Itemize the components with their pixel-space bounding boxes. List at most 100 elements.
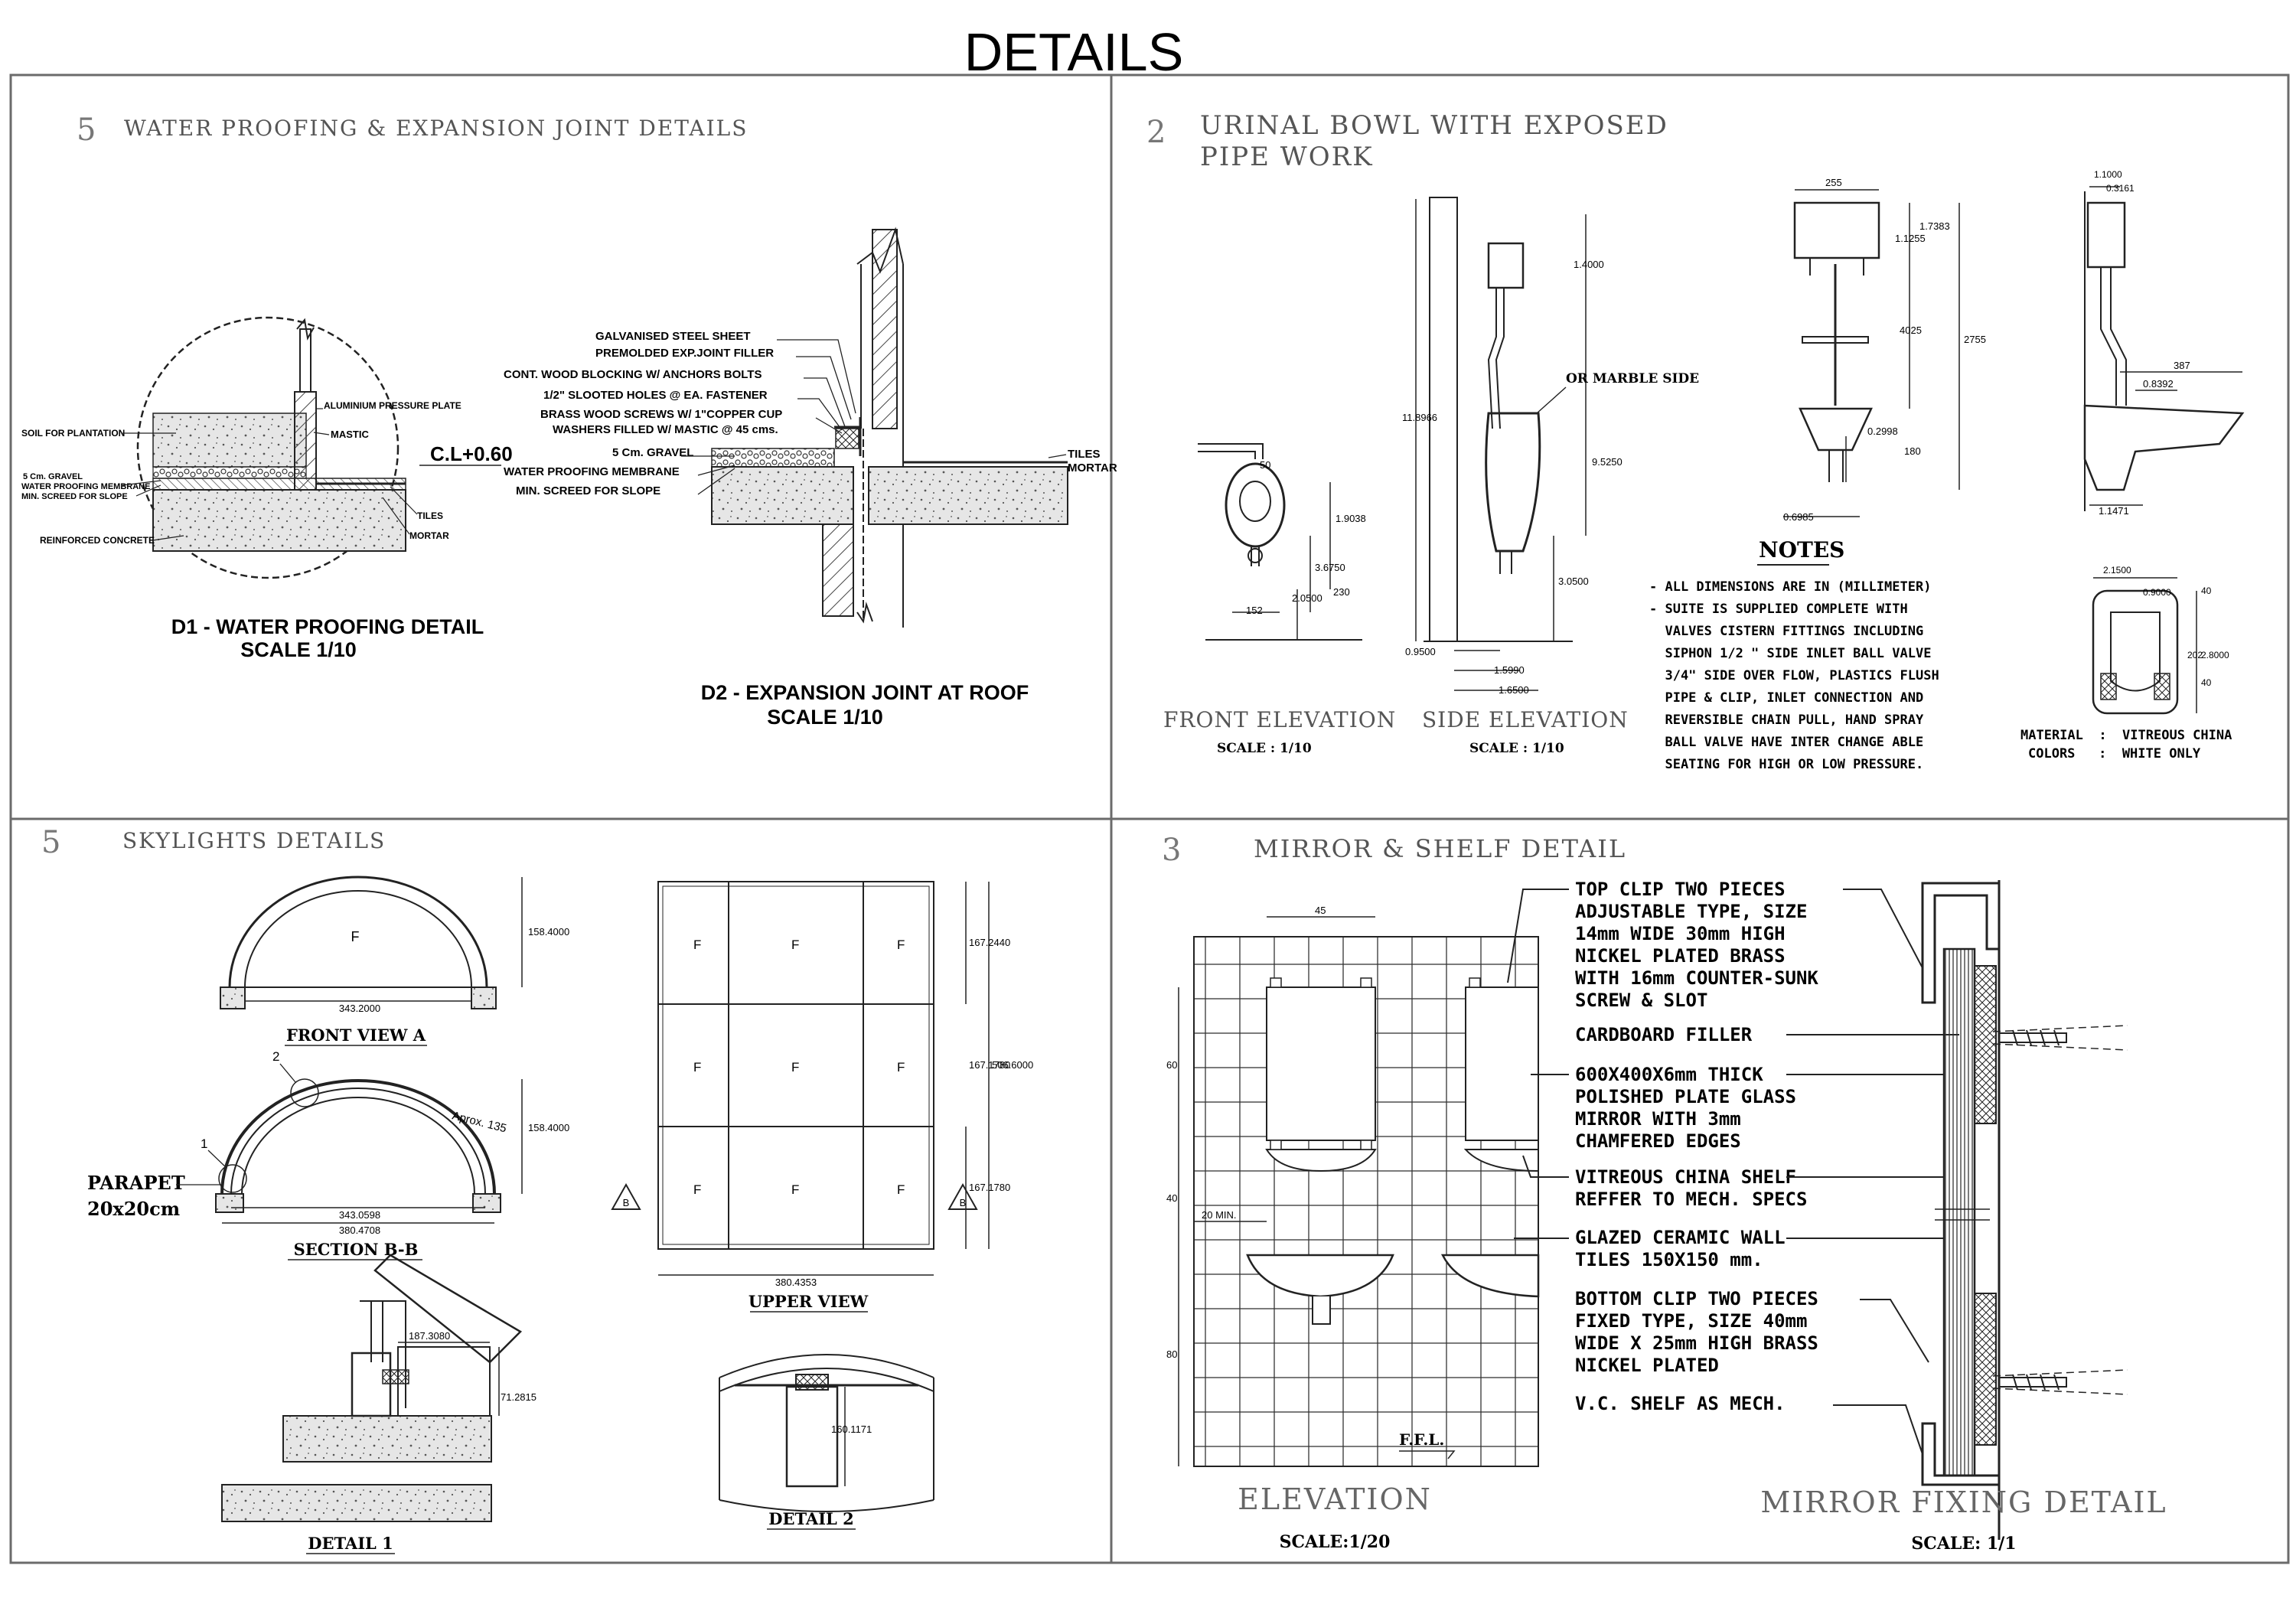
roof-slab-right [868, 466, 1068, 525]
fixing-scale: SCALE: 1/1 [1911, 1534, 2016, 1554]
reinforced-concrete-slab [152, 489, 406, 552]
leader [796, 356, 852, 420]
panel-number: 5 [77, 113, 96, 148]
cistern-base [1809, 258, 1864, 276]
note-line: - SUITE IS SUPPLIED COMPLETE WITH [1649, 602, 1908, 617]
glass-f: F [791, 1060, 799, 1075]
label-mortar: MORTAR [409, 530, 449, 541]
screw-hole-top [1992, 1025, 2128, 1051]
skylight-section: 1 2 Aprox. 135 158.4000 343.0598 380.470… [87, 1049, 569, 1236]
mirror-panel: 3 MIRROR & SHELF DETAIL 45 60 40 80 [1162, 833, 2167, 1554]
curb-right [471, 986, 497, 1009]
callout-2: 2 [272, 1049, 279, 1064]
arch-mid [230, 1088, 486, 1195]
ffl-marker [1399, 1450, 1456, 1459]
glazing [373, 1254, 523, 1364]
screw-top [1999, 1029, 2067, 1046]
glass-f: F [693, 938, 701, 952]
dim-71: 71.2815 [501, 1391, 536, 1403]
panel-number: 2 [1146, 115, 1166, 150]
upper-slab [282, 1415, 492, 1463]
mirror-elevation: 45 60 40 80 20 MIN. F.F.L. [1166, 905, 1540, 1467]
glass-f: F [693, 1060, 701, 1075]
pan-outline [2092, 589, 2179, 715]
shelf-left [1265, 1149, 1377, 1172]
parapet-label: PARAPET [87, 1172, 185, 1194]
label-membrane: WATER PROOFING MEMBRANE [504, 465, 680, 478]
break-line [296, 318, 315, 341]
screw-hole-bottom [1992, 1369, 2128, 1395]
dim-03161: 0.3161 [2106, 183, 2135, 194]
callout-vc-shelf: V.C. SHELF AS MECH. [1575, 1393, 1786, 1414]
detail-circle [136, 316, 400, 579]
skylight-panel: 5 SKYLIGHTS DETAILS F 158.4000 343.2000 … [41, 825, 1033, 1554]
dim-16500: 1.6500 [1499, 684, 1529, 696]
notes-list: - ALL DIMENSIONS ARE IN (MILLIMETER) - S… [1649, 579, 1939, 772]
dim-167c: 167.1780 [969, 1182, 1010, 1193]
section-marker-left [611, 1182, 641, 1210]
arch-outer [220, 1079, 496, 1195]
glass-f: F [897, 1060, 905, 1075]
dim-255: 255 [1825, 177, 1842, 188]
dim-180: 180 [1904, 445, 1921, 457]
sheet-title: DETAILS [964, 22, 1184, 82]
steel-sheet [834, 417, 862, 456]
side-elevation-label: SIDE ELEVATION [1422, 707, 1629, 732]
leader [777, 339, 856, 414]
label-mortar: MORTAR [1068, 461, 1117, 474]
clip [1270, 1140, 1282, 1150]
callout-glass: 600X400X6mm THICK [1575, 1064, 1763, 1085]
callout-glass: CHAMFERED EDGES [1575, 1130, 1741, 1152]
elevation-label: ELEVATION [1238, 1482, 1432, 1516]
trap [1828, 450, 1844, 482]
dim-202: 202 [2187, 650, 2203, 660]
expansion-joint-drawing: GALVANISED STEEL SHEET PREMOLDED EXP.JOI… [504, 227, 1117, 628]
panel-title-line1: URINAL BOWL WITH EXPOSED [1200, 110, 1668, 141]
dim-20500: 2.0500 [1292, 592, 1322, 604]
skylight-front-view: F 158.4000 343.2000 [220, 876, 569, 1014]
curb [351, 1352, 392, 1417]
parapet-upper [299, 328, 311, 393]
dim-387: 387 [2174, 360, 2190, 371]
callout-tiles: TILES 150X150 mm. [1575, 1249, 1763, 1270]
callout-bottom-clip: NICKEL PLATED [1575, 1355, 1719, 1376]
arch-top [719, 1354, 934, 1378]
leader [1048, 454, 1067, 458]
note-line: - ALL DIMENSIONS ARE IN (MILLIMETER) [1649, 579, 1931, 595]
foot-rest [2100, 673, 2117, 700]
leader [152, 535, 184, 541]
dim-60: 60 [1166, 1059, 1177, 1071]
waterproofing-detail-drawing: ALUMINIUM PRESSURE PLATE MASTIC SOIL FOR… [21, 316, 513, 579]
dim-230: 230 [1333, 586, 1350, 598]
gravel-layer [152, 466, 307, 479]
cistern-front-view: 255 1.7383 1.1255 4025 2755 0.2998 180 0… [1783, 177, 1986, 523]
callout-cardboard: CARDBOARD FILLER [1575, 1024, 1753, 1045]
approx-label: Aprox. 135 [451, 1109, 508, 1135]
leader [1507, 889, 1569, 983]
skylight-detail-2: 160.1171 [719, 1354, 934, 1512]
bottom-clip [1921, 1422, 2001, 1486]
glazing-rail [397, 1346, 491, 1417]
mullion [785, 1385, 839, 1488]
panel-title-line2: PIPE WORK [1200, 142, 1374, 172]
panel-number: 3 [1162, 833, 1181, 868]
marker-b: B [623, 1197, 630, 1208]
leader [1833, 1404, 1923, 1455]
callout-shelf: REFFER TO MECH. SPECS [1575, 1189, 1807, 1210]
glass-f: F [791, 938, 799, 952]
upper-view-label: UPPER VIEW [748, 1292, 869, 1311]
label-filler: PREMOLDED EXP.JOINT FILLER [595, 347, 774, 360]
label-membrane: WATER PROOFING MEMBRANE [21, 482, 150, 491]
basin-left-trap [1312, 1296, 1331, 1325]
colors-note: COLORS : WHITE ONLY [2028, 746, 2201, 761]
urinal-front-elevation: 50 1.9038 3.6750 2.0500 230 152 [1198, 443, 1366, 641]
upper-outer [657, 881, 934, 1250]
skylight-upper-view: F F F F F F F F F 167.2440 167.1780 506.… [611, 881, 1033, 1288]
urinal-panel: 2 URINAL BOWL WITH EXPOSED PIPE WORK 50 … [1146, 110, 2245, 772]
urinal-trap [1499, 551, 1512, 574]
cistern-box [2086, 201, 2126, 269]
callout-top-clip: 14mm WIDE 30mm HIGH [1575, 923, 1786, 944]
fixing-label: MIRROR FIXING DETAIL [1760, 1485, 2167, 1519]
leader [279, 1063, 296, 1083]
